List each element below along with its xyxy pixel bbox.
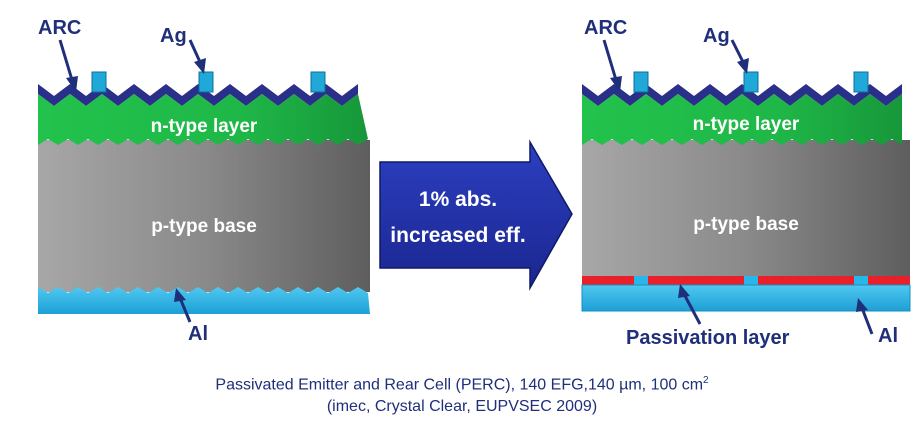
right-solar-cell: n-type layer p-type base ARC Ag Passivat… (581, 17, 911, 349)
rear-contact (634, 276, 648, 285)
n-type-layer-label: n-type layer (151, 116, 258, 137)
ag-contact (633, 71, 649, 93)
passivation-layer-label: Passivation layer (626, 327, 790, 349)
arc-pointer (602, 39, 618, 81)
ag-contact (743, 71, 759, 93)
p-type-base (38, 140, 370, 292)
arc-pointer-head (66, 76, 78, 92)
al-label: Al (878, 325, 898, 347)
improvement-arrow: 1% abs. increased eff. (379, 139, 573, 291)
arrow-shape (379, 139, 573, 291)
ag-label: Ag (703, 25, 730, 47)
arc-label: ARC (584, 17, 627, 39)
caption-line-2: (imec, Crystal Clear, EUPVSEC 2009) (326, 398, 598, 415)
arrow-line-2: increased eff. (390, 224, 525, 247)
arc-pointer (58, 39, 74, 81)
al-label: Al (188, 323, 208, 345)
arc-layer (38, 84, 358, 106)
arc-pointer-head (610, 76, 622, 92)
ag-contact (91, 71, 107, 93)
passivation-pointer-head (678, 284, 690, 298)
ag-label: Ag (160, 25, 187, 47)
ag-pointer (188, 39, 202, 63)
p-type-base (582, 140, 910, 280)
arc-layer (582, 84, 902, 106)
n-type-layer (582, 94, 902, 145)
arrow-line-1: 1% abs. (419, 188, 497, 211)
al-layer (38, 287, 370, 314)
rear-contact (744, 276, 758, 285)
ag-contact (198, 71, 214, 93)
al-pointer-head (856, 298, 868, 312)
arc-label: ARC (38, 17, 81, 39)
left-solar-cell: n-type layer p-type base ARC Ag Al (38, 17, 370, 345)
rear-contact (854, 276, 868, 285)
ag-contact (310, 71, 326, 93)
ag-pointer-head (737, 58, 749, 74)
al-pointer (860, 307, 874, 335)
n-type-layer-label: n-type layer (693, 114, 800, 135)
passivation-pointer (682, 293, 702, 325)
ag-pointer (730, 39, 745, 63)
ag-pointer-head (194, 58, 206, 74)
al-pointer-head (174, 288, 186, 302)
n-type-layer (38, 94, 368, 145)
ag-contact (853, 71, 869, 93)
p-type-base-label: p-type base (693, 214, 799, 235)
al-pointer (178, 297, 192, 323)
al-layer (581, 284, 911, 312)
caption-line-1: Passivated Emitter and Rear Cell (PERC),… (215, 375, 709, 394)
p-type-base-label: p-type base (151, 216, 257, 237)
